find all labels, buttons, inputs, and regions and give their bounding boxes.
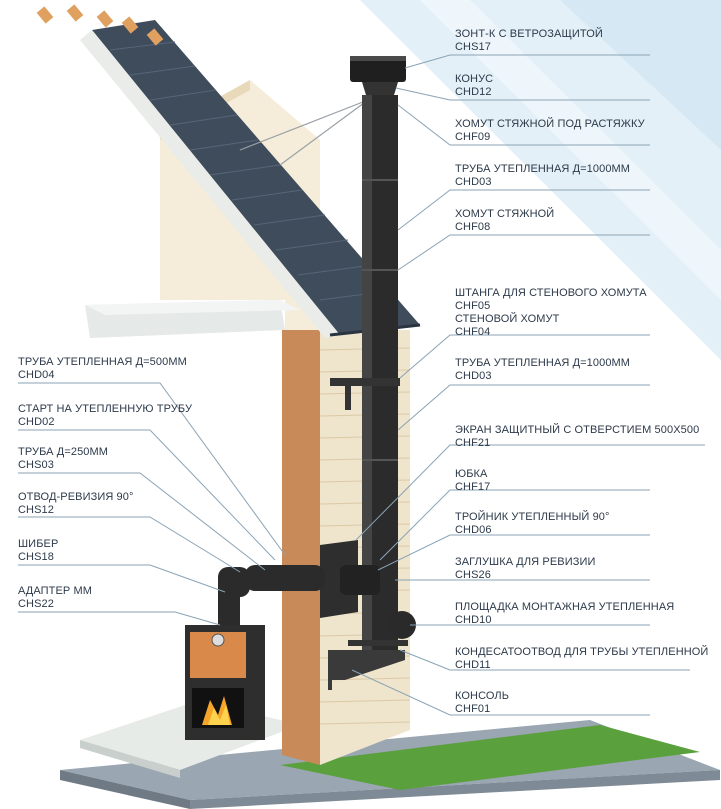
label-pipe-250: ТРУБА Д=250ММ CHS03 <box>18 446 108 472</box>
label-screen: ЭКРАН ЗАЩИТНЫЙ С ОТВЕРСТИЕМ 500Х500 CHF2… <box>455 424 699 450</box>
label-clamp-guy: ХОМУТ СТЯЖНОЙ ПОД РАСТЯЖКУ CHF09 <box>455 118 645 144</box>
label-skirt: ЮБКА CHF17 <box>455 468 490 494</box>
label-console: КОНСОЛЬ CHF01 <box>455 690 509 716</box>
stove <box>185 625 265 740</box>
label-clamp: ХОМУТ СТЯЖНОЙ CHF08 <box>455 208 554 234</box>
label-adapter: АДАПТЕР ММ CHS22 <box>18 585 92 611</box>
label-tee: ТРОЙНИК УТЕПЛЕННЫЙ 90° CHD06 <box>455 511 610 537</box>
label-pipe-500: ТРУБА УТЕПЛЕННАЯ Д=500ММ CHD04 <box>18 356 187 382</box>
label-start: СТАРТ НА УТЕПЛЕННУЮ ТРУБУ CHD02 <box>18 403 192 429</box>
label-damper: ШИБЕР CHS18 <box>18 538 58 564</box>
label-elbow-revision: ОТВОД-РЕВИЗИЯ 90° CHS12 <box>18 491 133 517</box>
label-platform: ПЛОЩАДКА МОНТАЖНАЯ УТЕПЛЕННАЯ CHD10 <box>455 601 674 627</box>
label-cone: КОНУС CHD12 <box>455 73 493 99</box>
label-pipe-1000-top: ТРУБА УТЕПЛЕННАЯ Д=1000ММ CHD03 <box>455 163 630 189</box>
label-condensate: КОНДЕСАТООТВОД ДЛЯ ТРУБЫ УТЕПЛЕННОЙ CHD1… <box>455 646 708 672</box>
ceiling-slab <box>85 300 300 338</box>
label-pipe-1000-bottom: ТРУБА УТЕПЛЕННАЯ Д=1000ММ CHD03 <box>455 357 630 383</box>
label-wall-bracket: ШТАНГА ДЛЯ СТЕНОВОГО ХОМУТА CHF05 СТЕНОВ… <box>455 287 647 339</box>
label-umbrella: ЗОНТ-К С ВЕТРОЗАЩИТОЙ CHS17 <box>455 28 603 54</box>
label-revision-plug: ЗАГЛУШКА ДЛЯ РЕВИЗИИ CHS26 <box>455 556 595 582</box>
